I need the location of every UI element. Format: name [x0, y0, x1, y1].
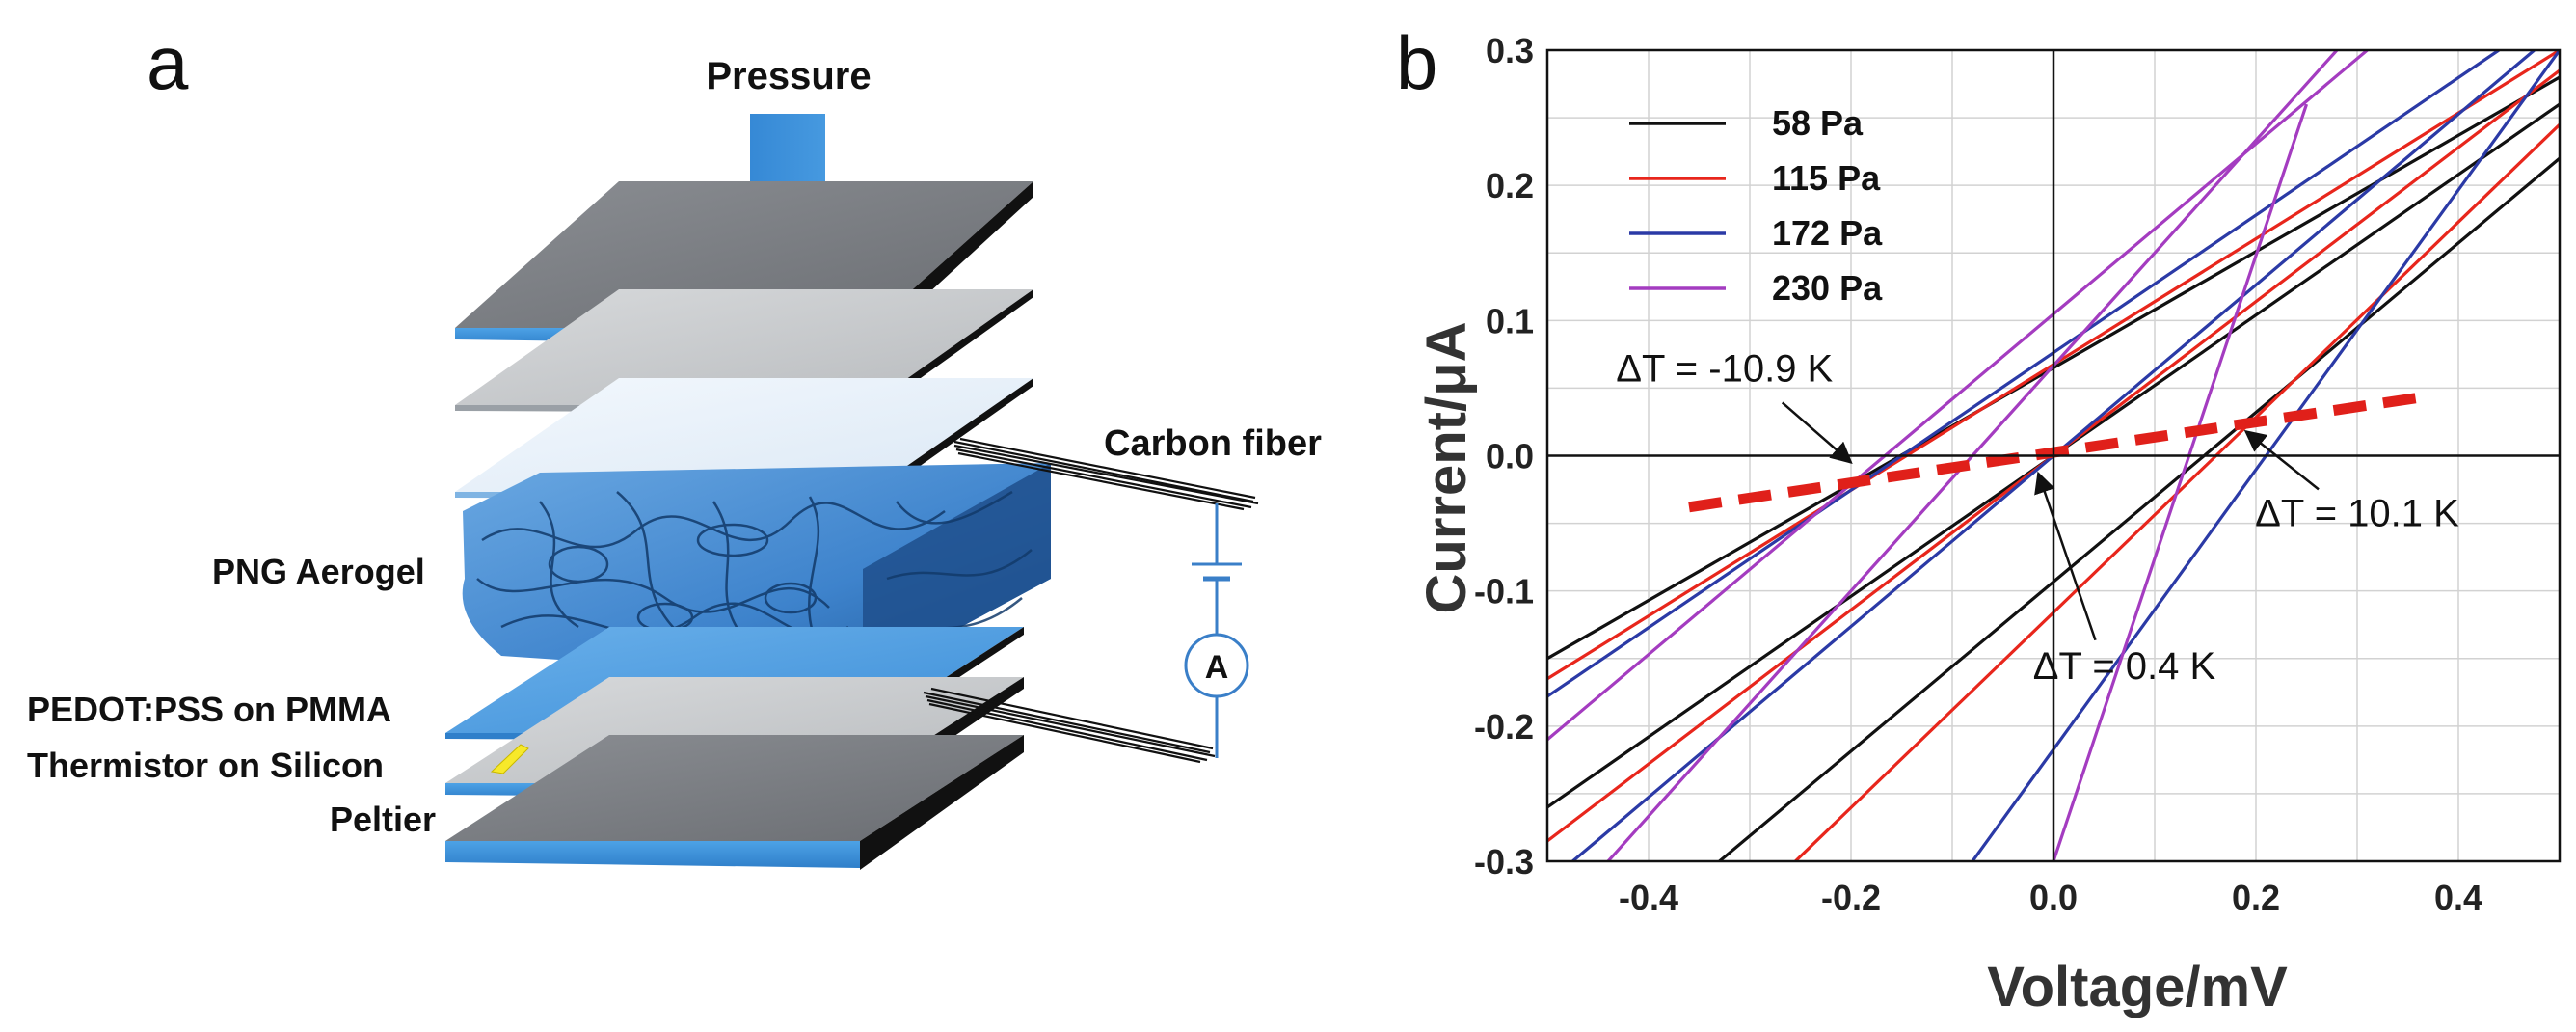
legend-entry: 172 Pa: [1772, 213, 1883, 253]
panel-letter-b: b: [1396, 20, 1437, 105]
x-axis-title: Voltage/mV: [1987, 956, 2288, 1018]
series-line-230-pa-1: [1547, 50, 2369, 742]
legend-entry: 58 Pa: [1772, 103, 1864, 143]
annotation-label: ΔT = 10.1 K: [2255, 492, 2459, 534]
legend: 58 Pa 115 Pa 172 Pa 230 Pa: [1629, 103, 1883, 308]
panel-a-schematic: a Pressure: [27, 20, 1322, 870]
y-tick-label: -0.3: [1474, 842, 1534, 882]
fit-line: [1688, 391, 2429, 513]
axes: [1545, 48, 2562, 863]
peltier-plate: [445, 735, 1024, 870]
annotation-label: ΔT = -10.9 K: [1616, 347, 1833, 390]
tick-labels: -0.4 -0.2 0.0 0.2 0.4 -0.3 -0.2 -0.1 0.0 0.1 0.2 0.…: [1474, 31, 2482, 917]
x-tick-label: -0.4: [1619, 878, 1678, 917]
carbon-fiber-label: Carbon fiber: [1104, 423, 1322, 464]
peltier-label: Peltier: [330, 800, 436, 839]
annotations: ΔT = -10.9 K ΔT = 0.4 K ΔT = 10.1 K: [1616, 347, 2459, 687]
annotation-arrow: [2243, 429, 2320, 491]
panel-letter-a: a: [147, 20, 189, 105]
ammeter-icon: A: [1205, 649, 1229, 686]
annotation-label: ΔT = 0.4 K: [2033, 645, 2216, 688]
pressure-label: Pressure: [706, 55, 871, 97]
x-tick-label: 0.0: [2029, 878, 2078, 917]
annotation-arrow: [1781, 401, 1853, 464]
y-axis-title: Current/μA: [1415, 322, 1478, 614]
carbon-fiber-lower: [923, 687, 1216, 764]
legend-entry: 230 Pa: [1772, 268, 1883, 308]
x-tick-label: 0.2: [2232, 878, 2280, 917]
x-tick-label: 0.4: [2434, 878, 2482, 917]
x-tick-label: -0.2: [1821, 878, 1881, 917]
fit-line-dashed: [1688, 391, 2429, 513]
y-tick-label: 0.3: [1486, 31, 1534, 70]
panel-b-chart: b -0.4 -0.2 0.0 0.2 0.4 -0.3 -0.2 -0.1 0.0 0.1 0.2…: [1396, 20, 2562, 1018]
carbon-fiber-upper: [953, 437, 1259, 511]
y-tick-label: -0.2: [1474, 707, 1534, 747]
aerogel-label: PNG Aerogel: [212, 552, 425, 591]
thermistor-label: Thermistor on Silicon: [27, 746, 384, 785]
measurement-circuit: [1184, 503, 1249, 758]
y-tick-label: -0.1: [1474, 572, 1534, 611]
series-line-172-pa-1: [1547, 50, 2500, 698]
y-tick-label: 0.0: [1486, 437, 1534, 476]
y-tick-label: 0.2: [1486, 166, 1534, 205]
series-line-230-pa-3: [2052, 103, 2309, 861]
series-line-58-pa-3: [1718, 156, 2560, 861]
aerogel-block: [462, 463, 1051, 680]
legend-entry: 115 Pa: [1772, 158, 1881, 198]
annotation-arrow: [2034, 471, 2097, 641]
y-tick-label: 0.1: [1486, 301, 1534, 340]
pedot-label: PEDOT:PSS on PMMA: [27, 690, 391, 729]
